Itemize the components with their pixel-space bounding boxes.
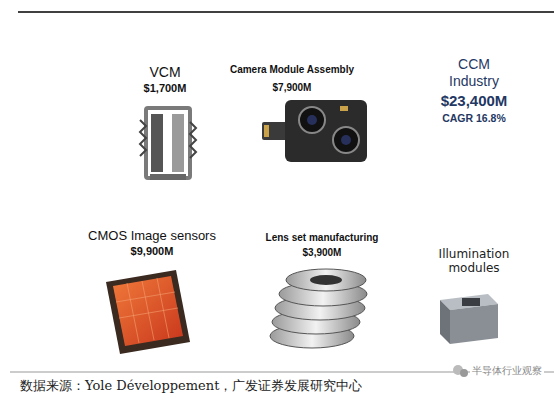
circle-shape bbox=[103, 31, 437, 365]
label-holder: Illumination modules bbox=[434, 247, 514, 276]
wechat-icon bbox=[453, 365, 468, 377]
text-group: VCM$1,700M bbox=[120, 64, 210, 95]
segment-value: $7,900M bbox=[273, 82, 312, 94]
image-sensor bbox=[106, 270, 190, 354]
camera-module bbox=[262, 100, 367, 162]
ccm-industry-circle: CCM Industry$23,400MCAGR 16.8%VCM$1,700M… bbox=[102, 30, 438, 366]
text-group: Lens set manufacturing $3,900M bbox=[260, 232, 384, 259]
circle-outline bbox=[210, 20, 420, 230]
vcm-circle: VCM$1,700M bbox=[105, 37, 221, 153]
caption-holder: 数据来源：Yole Développement，广发证券发展研究中心 bbox=[20, 378, 362, 394]
watermark: 半导体行业观察 bbox=[470, 365, 544, 377]
segment-name: VCM bbox=[149, 64, 180, 81]
cmos-circle: CMOS Image sensors$9,900M bbox=[43, 146, 267, 370]
circle-outline bbox=[43, 146, 267, 370]
circle-outline bbox=[102, 30, 438, 366]
lens-circle: Lens set manufacturing $3,900M bbox=[256, 196, 388, 328]
segment-value: $1,700M bbox=[144, 82, 187, 95]
segment-name: CMOS Image sensors bbox=[88, 228, 216, 244]
segment-name: CCM Industry bbox=[439, 56, 509, 90]
segment-name: Camera Module Assembly bbox=[230, 64, 354, 76]
text-group: CCM Industry $23,400M CAGR 16.8% bbox=[431, 56, 517, 124]
illumination-module bbox=[440, 294, 498, 344]
source-caption: 数据来源：Yole Développement，广发证券发展研究中心 bbox=[20, 378, 362, 394]
segment-name: Lens set manufacturing bbox=[266, 232, 379, 244]
lens-set bbox=[270, 269, 367, 348]
module-label: Illumination modules bbox=[434, 247, 514, 276]
segment-value: $3,900M bbox=[303, 247, 342, 259]
segment-value: $23,400M bbox=[441, 92, 508, 110]
circle-shape bbox=[43, 146, 267, 370]
circle-shape bbox=[210, 20, 420, 230]
text-group: CMOS Image sensors$9,900M bbox=[77, 228, 227, 258]
circle-outline bbox=[105, 37, 221, 153]
circle-outline bbox=[256, 196, 388, 328]
vcm-part bbox=[140, 108, 196, 180]
text-group: Camera Module Assembly $7,900M bbox=[217, 64, 367, 94]
segment-value: $9,900M bbox=[131, 245, 174, 258]
label-holder: 半导体行业观察 bbox=[470, 365, 544, 377]
circle-shape bbox=[105, 37, 221, 153]
camera-module-circle: Camera Module Assembly $7,900M bbox=[210, 20, 420, 230]
circle-shape bbox=[256, 196, 388, 328]
segment-value: CAGR 16.8% bbox=[442, 112, 506, 125]
top-rule bbox=[18, 11, 554, 13]
